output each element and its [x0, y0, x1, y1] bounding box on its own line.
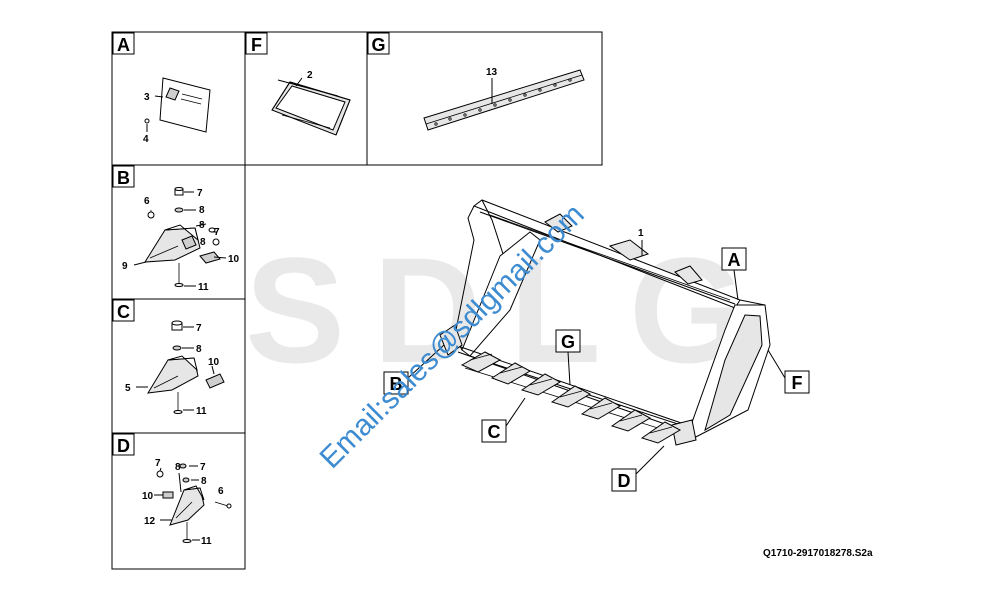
svg-text:B: B: [117, 168, 130, 188]
svg-text:F: F: [251, 35, 262, 55]
svg-text:B: B: [390, 374, 403, 394]
callout: 4: [143, 134, 149, 145]
panel-b-adapter-drawing: [144, 187, 221, 287]
callout: 8: [200, 237, 206, 248]
drawing-code: Q1710-2917018278.S2a: [763, 548, 873, 559]
main-bucket-drawing: [439, 199, 771, 446]
panel-g-frame: [366, 31, 603, 166]
callout: 10: [228, 254, 240, 265]
panel-a-label: A: [112, 32, 135, 55]
callout: 3: [144, 92, 150, 103]
callout: 7: [197, 188, 203, 199]
callout: 8: [201, 476, 207, 487]
callout: 7: [214, 227, 220, 238]
svg-text:A: A: [117, 35, 130, 55]
callout: 2: [307, 70, 313, 81]
panel-f-bucket-drawing: [271, 77, 351, 136]
ref-box-b: B: [383, 344, 445, 395]
svg-text:A: A: [728, 250, 741, 270]
svg-text:C: C: [117, 302, 130, 322]
panel-g-cutting-edge-drawing: [423, 69, 585, 131]
ref-box-c: C: [481, 397, 526, 443]
svg-text:G: G: [371, 35, 385, 55]
callout: 8: [199, 220, 205, 231]
callout: 11: [196, 406, 207, 417]
svg-text:G: G: [561, 332, 575, 352]
callout: 6: [218, 486, 224, 497]
callout: 8: [175, 462, 181, 473]
callout: 7: [155, 458, 161, 469]
callout: 7: [196, 323, 202, 334]
callout: 6: [144, 196, 150, 207]
callout: 13: [486, 67, 498, 78]
svg-text:D: D: [117, 436, 130, 456]
panel-b-leaders: [133, 191, 227, 287]
callout: 8: [199, 205, 205, 216]
panel-d-side-cutter-drawing: [156, 463, 232, 543]
ref-box-d: D: [611, 445, 665, 492]
ref-box-a: A: [721, 247, 747, 301]
callout: 11: [201, 536, 212, 547]
callout: 11: [198, 282, 209, 293]
panel-a-decal-drawing: [144, 77, 211, 133]
callout: 10: [142, 491, 154, 502]
panel-f-label: F: [245, 32, 268, 55]
callout: 10: [208, 357, 220, 368]
panel-d-frame: [111, 432, 246, 570]
panel-c-leaders: [136, 326, 215, 411]
panel-c-label: C: [112, 299, 135, 322]
panel-d-leaders: [154, 465, 200, 541]
callout: 5: [125, 383, 131, 394]
panel-d-label: D: [112, 433, 135, 456]
panel-g-label: G: [367, 32, 390, 55]
callout: 12: [144, 516, 156, 527]
ref-box-g: G: [555, 329, 581, 386]
svg-text:D: D: [618, 471, 631, 491]
callout: 7: [200, 462, 206, 473]
callout: 9: [122, 261, 128, 272]
svg-text:F: F: [792, 373, 803, 393]
panel-b-label: B: [112, 165, 135, 188]
panel-c-tooth-drawing: [147, 320, 225, 414]
callout: 8: [196, 344, 202, 355]
ref-box-f: F: [767, 349, 810, 394]
callout: 1: [638, 228, 644, 239]
svg-text:C: C: [488, 422, 501, 442]
